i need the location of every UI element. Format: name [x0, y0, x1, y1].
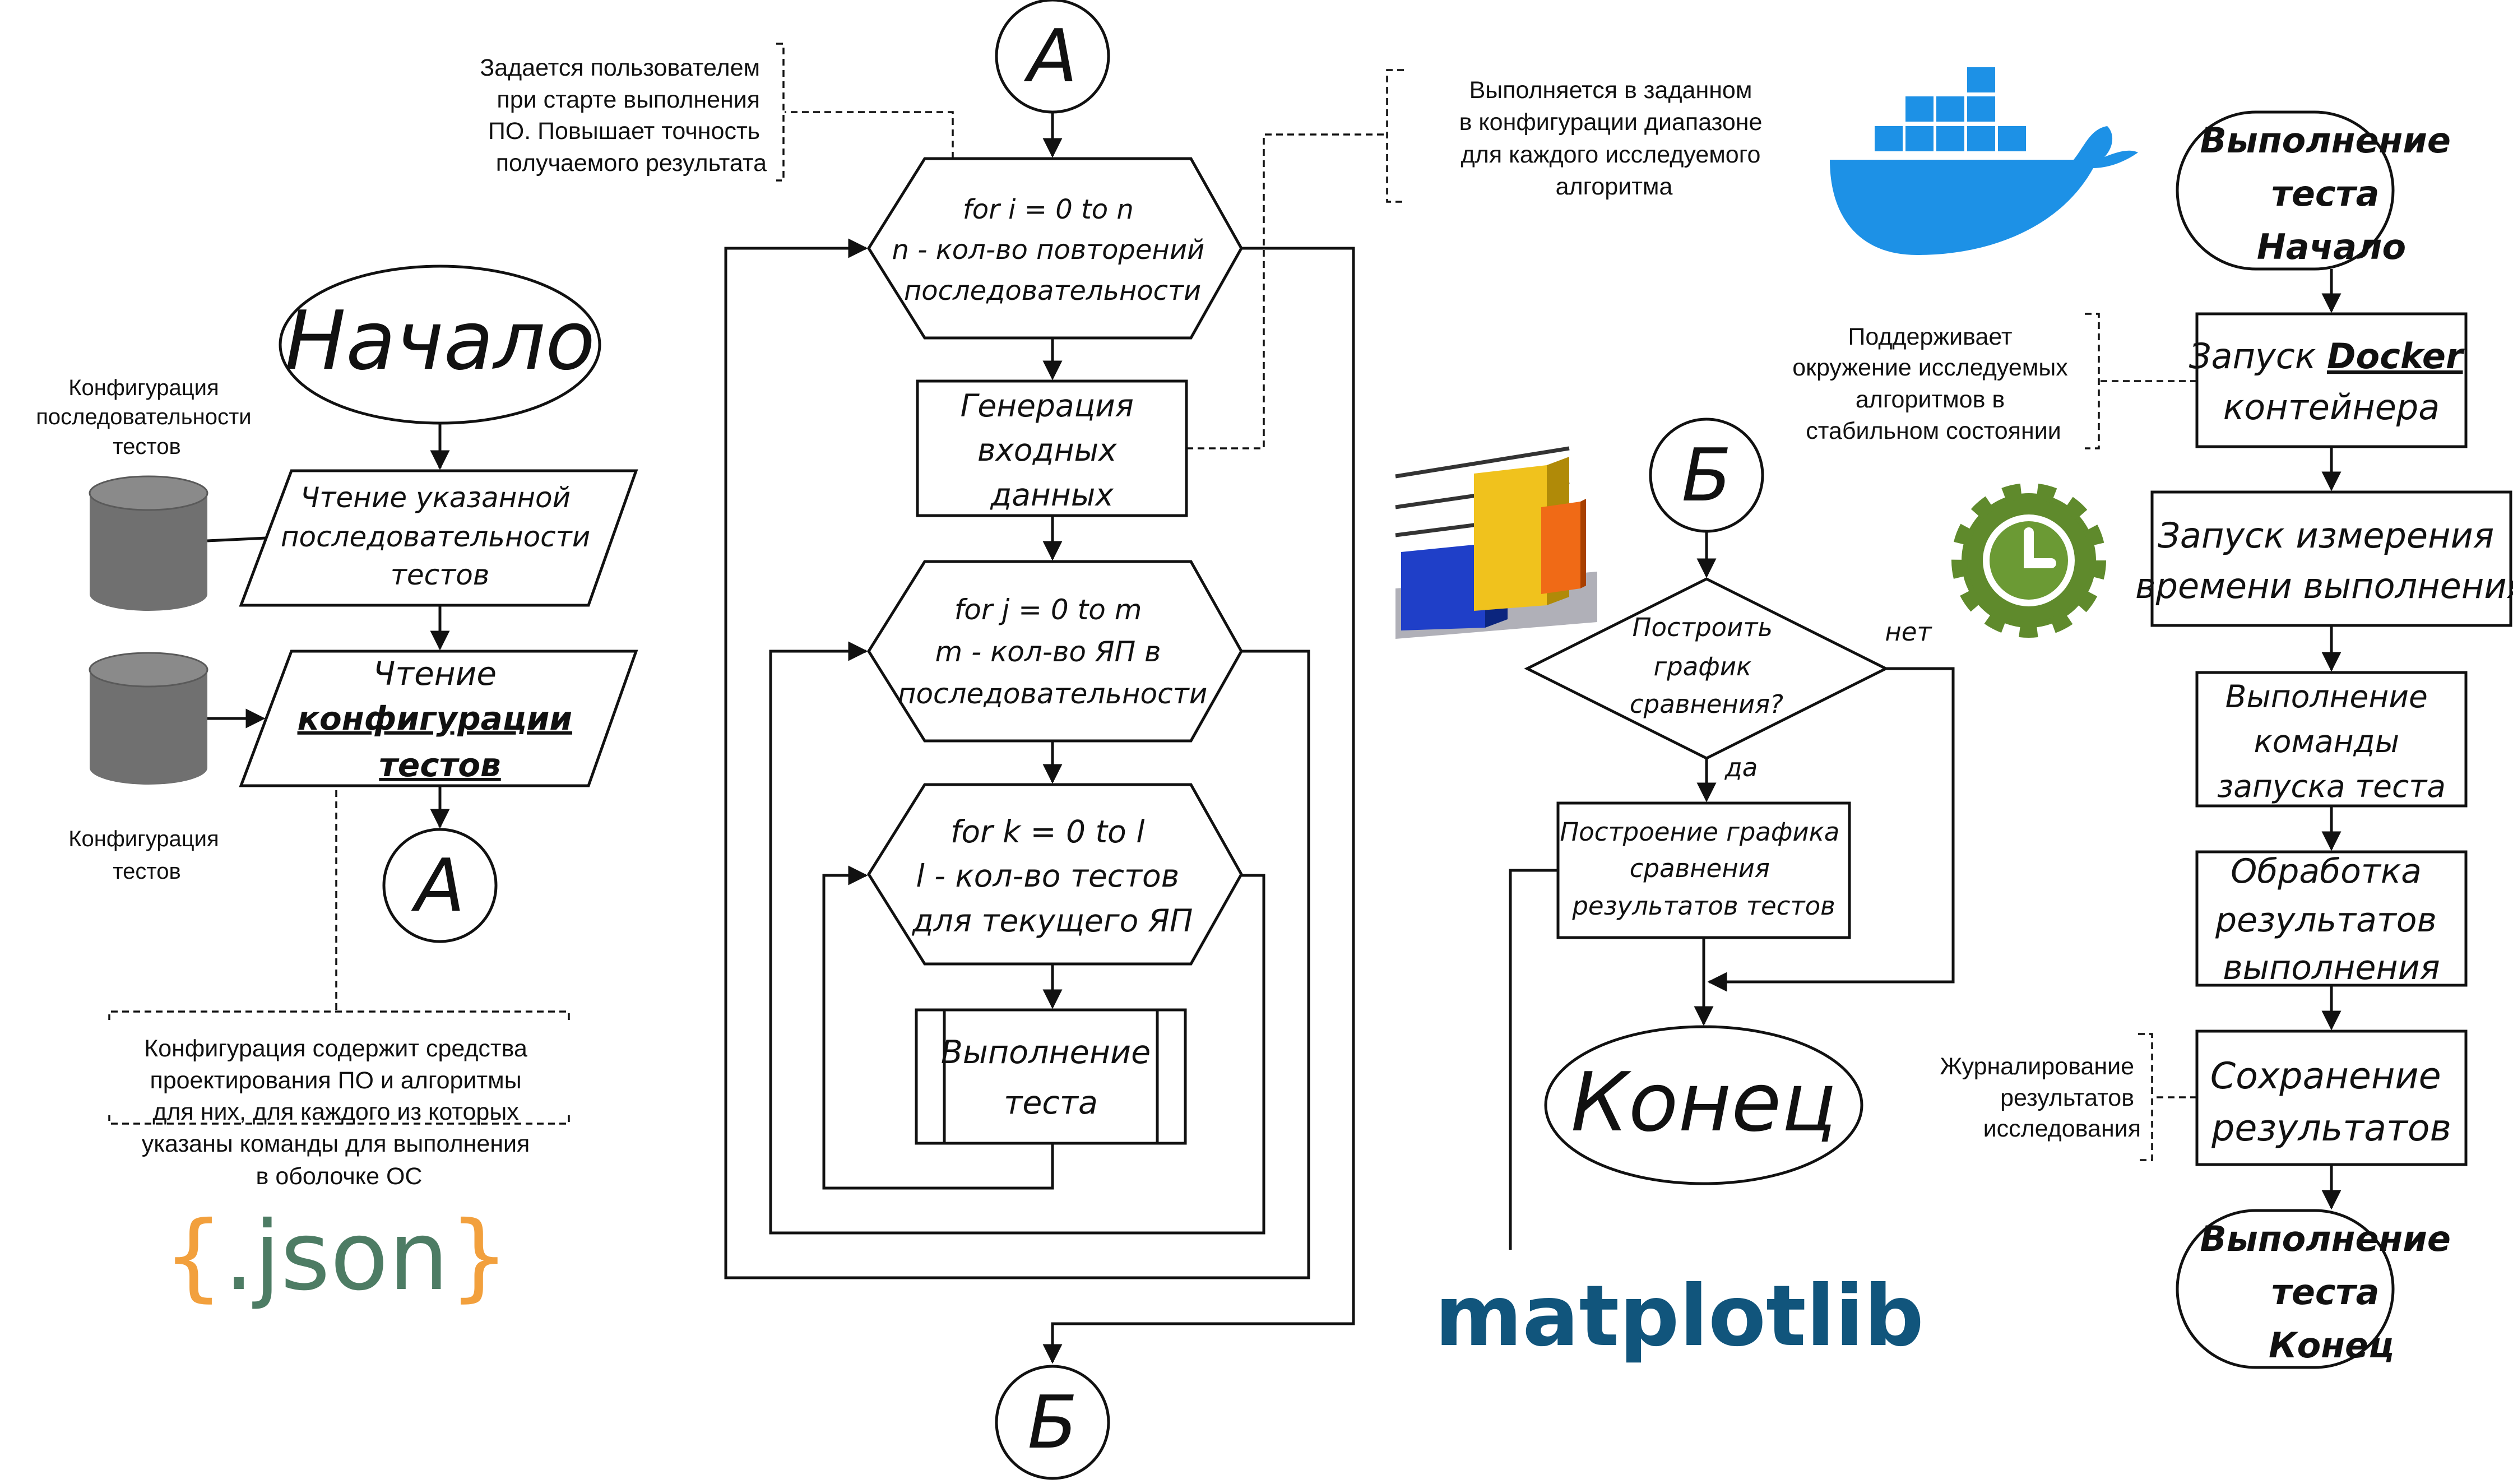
build-chart-text: Построение графика сравнения результатов… — [1560, 817, 1847, 921]
database-icon — [89, 652, 208, 785]
loop-j-hexagon — [867, 560, 1243, 743]
generation-process — [916, 379, 1188, 517]
center-flow: Б Построить график сравнения? нет да Пос… — [1395, 418, 1955, 1365]
json-logo: {.json} — [163, 1201, 509, 1312]
loop-i-text: for i = 0 to n n - кол-во повторений пос… — [892, 194, 1213, 307]
left-flow: Начало Чтение указанной последовательнос… — [36, 265, 638, 1312]
decision-text: Построить график сравнения? — [1630, 613, 1783, 719]
docker-whale-icon — [1830, 67, 2138, 255]
db-config-label: Конфигурация тестов — [68, 827, 225, 884]
test-end-text: Выполнение теста Конец — [2200, 1218, 2463, 1366]
run-test-subprocess — [915, 1008, 1187, 1145]
read-config-text: Чтение конфигурации тестов — [298, 655, 583, 784]
middle-flow: А for i = 0 to n n - кол-во повторений п… — [480, 0, 1769, 1480]
connector-b-label: Б — [1681, 433, 1731, 518]
generation-text: Генерация входных данных — [961, 388, 1144, 513]
connector-b-bottom-label: Б — [1027, 1380, 1077, 1465]
run-test-text: Выполнение теста — [941, 1034, 1161, 1121]
processing-process — [2195, 850, 2468, 987]
test-end-terminal — [2176, 1209, 2395, 1369]
config-note: Конфигурация содержит средства проектиро… — [142, 1035, 536, 1190]
matplotlib-logo: matplotlib — [1435, 1268, 1924, 1365]
connector-a-left-label: А — [411, 843, 465, 928]
docker-note: Поддерживает окружение исследуемых алгор… — [1792, 323, 2074, 444]
repetitions-note: Задается пользователем при старте выполн… — [480, 54, 767, 177]
command-process — [2195, 671, 2468, 808]
db-sequence-label: Конфигурация последовательности тестов — [36, 375, 257, 459]
connector-a-left — [382, 828, 498, 943]
yes-label: да — [1724, 753, 1758, 782]
connector-a-top-label: А — [1024, 13, 1078, 99]
timer-process — [2150, 490, 2512, 627]
end-terminal — [1544, 1025, 1863, 1185]
read-sequence-text: Чтение указанной последовательности тест… — [281, 481, 599, 591]
loop-j-text: for j = 0 to m m - кол-во ЯП в последова… — [898, 593, 1207, 710]
database-icon — [89, 475, 208, 611]
right-flow: Выполнение теста Начало Запуск Docker ко… — [1792, 67, 2513, 1369]
end-label: Конец — [1571, 1055, 1837, 1150]
no-label: нет — [1885, 617, 1932, 647]
log-note: Журналирование результатов исследования — [1940, 1053, 2141, 1142]
loop-i-hexagon — [867, 157, 1243, 340]
connector-b-bottom — [995, 1365, 1110, 1480]
svg-text:matplotlib: matplotlib — [1435, 1268, 1924, 1365]
command-text: Выполнение команды запуска теста — [2217, 679, 2446, 804]
bar-chart-icon — [1395, 446, 1597, 639]
test-start-terminal — [2176, 110, 2395, 271]
timer-text: Запуск измерения времени выполнения — [2135, 515, 2513, 606]
gear-clock-icon — [1951, 483, 2106, 638]
read-sequence-io — [239, 469, 638, 607]
start-label: Начало — [285, 294, 595, 388]
docker-launch-text: Запуск Docker контейнера — [2189, 336, 2474, 428]
save-text: Сохранение результатов — [2210, 1055, 2453, 1149]
range-note: Выполняется в заданном в конфигурации ди… — [1459, 77, 1769, 200]
processing-text: Обработка результатов выполнения — [2215, 852, 2447, 987]
loop-k-text: for k = 0 to l l - кол-во тестов для тек… — [912, 814, 1193, 939]
loop-k-hexagon — [867, 783, 1243, 966]
test-start-text: Выполнение теста Начало — [2200, 120, 2463, 267]
read-config-io — [239, 650, 638, 787]
